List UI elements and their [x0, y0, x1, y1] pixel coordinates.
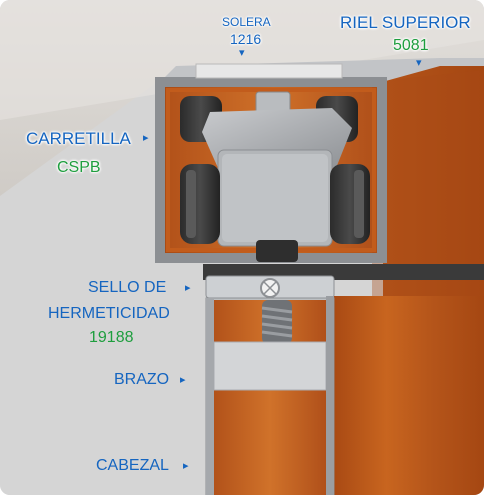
down-arrow-icon: ▾ [416, 58, 422, 69]
carretilla-code: CSPB [57, 160, 101, 176]
carretilla-assembly [180, 92, 370, 262]
solera-code: 1216 [230, 32, 261, 46]
sello-label-line1: SELLO DE [88, 280, 166, 296]
right-arrow-icon: ▸ [180, 375, 186, 386]
riel-superior-label: RIEL SUPERIOR [340, 14, 471, 31]
sello-label-line2: HERMETICIDAD [48, 306, 170, 322]
right-arrow-icon: ▸ [183, 461, 189, 472]
right-arrow-icon: ▸ [143, 133, 149, 144]
sello-code: 19188 [89, 330, 134, 346]
right-arrow-icon: ▸ [185, 283, 191, 294]
solera-label: SOLERA [222, 16, 271, 28]
cabezal-label: CABEZAL [96, 458, 169, 474]
solera-strip [196, 64, 342, 78]
brazo-label: BRAZO [114, 372, 169, 388]
brazo-spring [262, 300, 292, 344]
riel-superior-code: 5081 [393, 38, 429, 54]
carretilla-label: CARRETILLA [26, 130, 131, 147]
cabezal-door [206, 296, 484, 495]
down-arrow-icon: ▾ [239, 48, 245, 59]
